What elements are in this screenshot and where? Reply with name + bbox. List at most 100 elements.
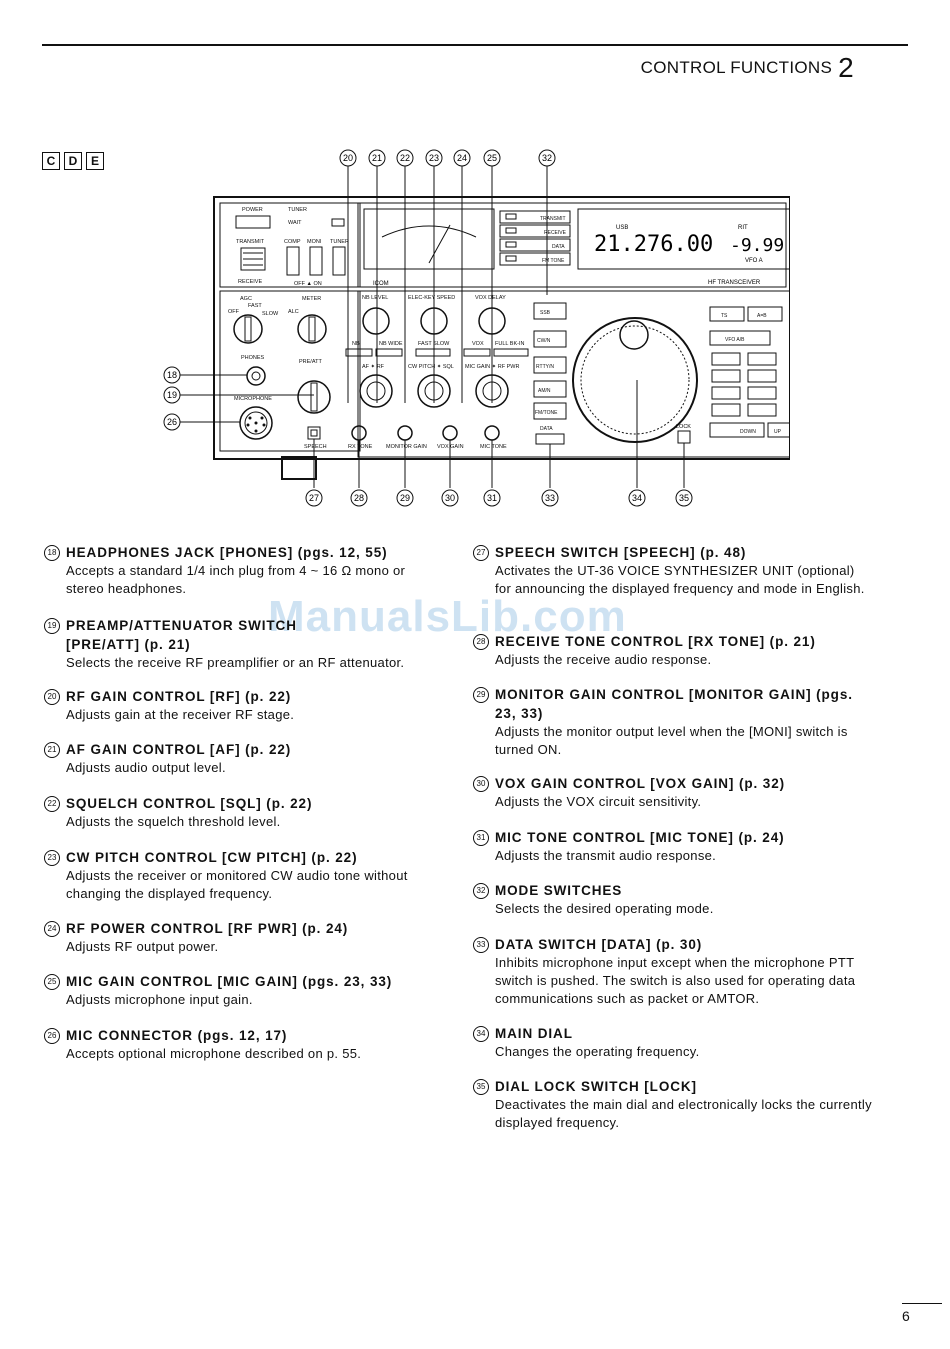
svg-text:33: 33	[545, 493, 555, 503]
svg-text:CW PITCH ✦ SQL: CW PITCH ✦ SQL	[408, 363, 454, 370]
item-number: 22	[44, 796, 60, 812]
svg-text:OFF ▲ ON: OFF ▲ ON	[294, 281, 322, 287]
item-title: MODE SWITCHES	[495, 883, 623, 898]
item-title: SQUELCH CONTROL [SQL] (p. 22)	[66, 796, 313, 811]
svg-text:DOWN: DOWN	[740, 429, 756, 435]
item-description: Changes the operating frequency.	[495, 1044, 700, 1059]
callout-18: 18	[163, 366, 181, 384]
callout-22: 22	[396, 149, 414, 167]
item-number: 19	[44, 618, 60, 634]
callout-32: 32	[538, 149, 556, 167]
item-title: CW PITCH CONTROL [CW PITCH] (p. 22)	[66, 850, 358, 865]
svg-text:31: 31	[487, 493, 497, 503]
svg-text:POWER: POWER	[242, 207, 263, 213]
item-title: DIAL LOCK SWITCH [LOCK]	[495, 1079, 697, 1094]
right-column: 27 SPEECH SWITCH [SPEECH] (p. 48) Activa…	[473, 543, 873, 1132]
svg-text:TUNER: TUNER	[330, 239, 349, 245]
svg-text:FM/TONE: FM/TONE	[535, 410, 558, 416]
svg-text:TUNER: TUNER	[288, 207, 307, 213]
item-number: 26	[44, 1028, 60, 1044]
list-item: 32 MODE SWITCHES Selects the desired ope…	[473, 881, 873, 935]
svg-text:27: 27	[309, 493, 319, 503]
item-number: 35	[473, 1079, 489, 1095]
svg-text:19: 19	[167, 390, 177, 400]
callout-35: 35	[675, 489, 693, 507]
svg-text:21.276.00: 21.276.00	[594, 232, 713, 257]
item-title: MIC GAIN CONTROL [MIC GAIN] (pgs. 23, 33…	[66, 974, 393, 989]
svg-text:AF ✦ RF: AF ✦ RF	[362, 363, 385, 370]
svg-text:32: 32	[542, 153, 552, 163]
callout-26: 26	[163, 413, 181, 431]
svg-text:METER: METER	[302, 296, 321, 302]
svg-text:25: 25	[487, 153, 497, 163]
svg-text:FM TONE: FM TONE	[542, 258, 565, 264]
svg-text:-9.99: -9.99	[730, 235, 784, 256]
item-title: RF POWER CONTROL [RF PWR] (p. 24)	[66, 921, 349, 936]
svg-text:TRANSMIT: TRANSMIT	[540, 216, 566, 222]
callout-21: 21	[368, 149, 386, 167]
svg-text:NB WIDE: NB WIDE	[379, 341, 403, 347]
item-description: Adjusts the receive audio response.	[495, 652, 712, 667]
item-description: Adjusts the squelch threshold level.	[66, 814, 281, 829]
item-number: 31	[473, 830, 489, 846]
item-title: HEADPHONES JACK [PHONES] (pgs. 12, 55)	[66, 545, 388, 560]
svg-text:RECEIVE: RECEIVE	[238, 279, 262, 285]
list-item: 31 MIC TONE CONTROL [MIC TONE] (p. 24) A…	[473, 828, 873, 881]
svg-text:23: 23	[429, 153, 439, 163]
item-description: Selects the receive RF preamplifier or a…	[66, 655, 405, 670]
svg-text:OFF: OFF	[228, 309, 240, 315]
item-description: Selects the desired operating mode.	[495, 901, 714, 916]
svg-text:ALC: ALC	[288, 309, 299, 315]
svg-text:AM/N: AM/N	[538, 388, 551, 394]
callout-34: 34	[628, 489, 646, 507]
top-rule	[42, 44, 908, 46]
item-number: 27	[473, 545, 489, 561]
item-title: DATA SWITCH [DATA] (p. 30)	[495, 937, 703, 952]
callouts-top: 20 21 22 23 24 25 32	[339, 149, 556, 167]
item-number: 29	[473, 687, 489, 703]
callout-29: 29	[396, 489, 414, 507]
svg-text:VFO A/B: VFO A/B	[725, 337, 745, 343]
item-description: Adjusts audio output level.	[66, 760, 226, 775]
svg-text:TS: TS	[721, 313, 728, 319]
svg-text:CW/N: CW/N	[537, 338, 551, 344]
item-title: MONITOR GAIN CONTROL [MONITOR GAIN] (pgs…	[495, 687, 853, 721]
callout-24: 24	[453, 149, 471, 167]
item-title: SPEECH SWITCH [SPEECH] (p. 48)	[495, 545, 747, 560]
svg-text:34: 34	[632, 493, 642, 503]
list-item: 25 MIC GAIN CONTROL [MIC GAIN] (pgs. 23,…	[44, 972, 444, 1026]
svg-text:SSB: SSB	[540, 310, 551, 316]
list-item: 23 CW PITCH CONTROL [CW PITCH] (p. 22) A…	[44, 848, 444, 919]
svg-text:HF TRANSCEIVER: HF TRANSCEIVER	[708, 280, 761, 286]
callout-20: 20	[339, 149, 357, 167]
page-number-rule	[902, 1303, 942, 1304]
radio-front-panel-diagram: 20 21 22 23 24 25 32 POWER TUNER WAIT TR…	[163, 149, 790, 507]
left-column: 18 HEADPHONES JACK [PHONES] (pgs. 12, 55…	[44, 543, 444, 1063]
svg-text:COMP: COMP	[284, 239, 301, 245]
list-item: 18 HEADPHONES JACK [PHONES] (pgs. 12, 55…	[44, 543, 444, 616]
svg-text:MONITOR GAIN: MONITOR GAIN	[386, 444, 427, 450]
item-description: Adjusts the monitor output level when th…	[495, 724, 848, 757]
callouts-bottom: 27 28 29 30 31 33 34 35	[305, 489, 693, 507]
item-title: RF GAIN CONTROL [RF] (p. 22)	[66, 689, 292, 704]
item-description: Adjusts RF output power.	[66, 939, 219, 954]
item-number: 34	[473, 1026, 489, 1042]
list-item: 19 PREAMP/ATTENUATOR SWITCH [PRE/ATT] (p…	[44, 616, 444, 687]
svg-text:UP: UP	[774, 429, 782, 435]
callout-25: 25	[483, 149, 501, 167]
item-description: Activates the UT-36 VOICE SYNTHESIZER UN…	[495, 563, 865, 596]
svg-text:SPEECH: SPEECH	[304, 444, 327, 450]
svg-text:NB LEVEL: NB LEVEL	[362, 295, 388, 301]
svg-text:28: 28	[354, 493, 364, 503]
svg-text:18: 18	[167, 370, 177, 380]
svg-text:DATA: DATA	[540, 426, 553, 432]
svg-text:SLOW: SLOW	[262, 311, 279, 317]
model-badge-c: C	[42, 152, 60, 170]
svg-text:22: 22	[400, 153, 410, 163]
callout-31: 31	[483, 489, 501, 507]
svg-text:MONI: MONI	[307, 239, 322, 245]
item-title: MIC CONNECTOR (pgs. 12, 17)	[66, 1028, 288, 1043]
item-description: Adjusts the receiver or monitored CW aud…	[66, 868, 408, 901]
svg-text:USB: USB	[616, 225, 628, 231]
list-item: 21 AF GAIN CONTROL [AF] (p. 22) Adjusts …	[44, 740, 444, 794]
